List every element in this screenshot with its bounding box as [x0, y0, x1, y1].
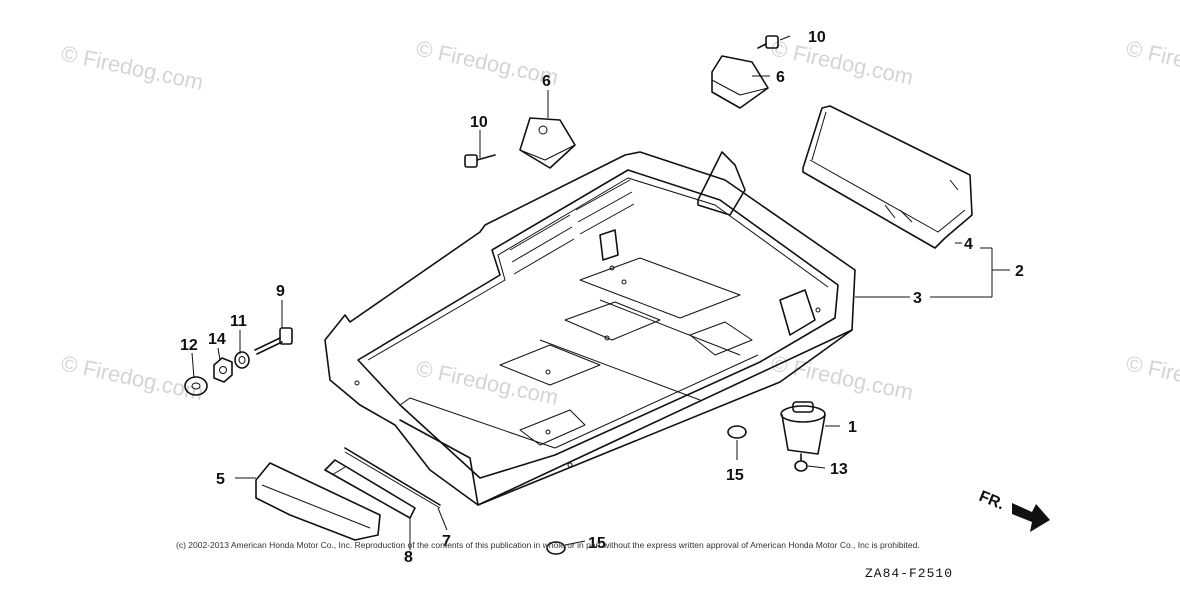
diagram-code: ZA84-F2510: [865, 566, 954, 581]
callout-14: 14: [208, 331, 226, 348]
callout-6-left: 6: [542, 73, 551, 90]
callout-9: 9: [276, 283, 285, 300]
bolt-10-right: [757, 35, 779, 49]
front-label: FR.: [977, 488, 1007, 513]
callout-1: 1: [848, 419, 857, 436]
callout-12: 12: [180, 337, 198, 354]
rubber-foot: [780, 401, 826, 455]
front-arrow: FR.: [977, 488, 1050, 532]
callouts: 1 2 3 4 5 6 6 7 8 9 10 10 11 12 13 14 15…: [180, 29, 1024, 566]
nut-14: [213, 357, 233, 383]
screwdriver: [344, 447, 441, 509]
callout-10-right: 10: [808, 29, 826, 46]
screw-13: [794, 453, 808, 472]
callout-3: 3: [913, 290, 922, 307]
watermark-2: © Firedog.com: [414, 35, 561, 90]
tool-bag: [255, 462, 381, 541]
side-cover: [802, 105, 973, 249]
callout-4: 4: [964, 236, 973, 253]
callout-13: 13: [830, 461, 848, 478]
rubber-mount-left: [519, 117, 576, 169]
callout-5: 5: [216, 471, 225, 488]
callout-8: 8: [404, 549, 413, 566]
watermark-5: © Firedog.com: [59, 350, 206, 405]
watermarks: © Firedog.com © Firedog.com © Firedog.co…: [59, 35, 1180, 410]
callout-15-right: 15: [726, 467, 744, 484]
nut-15-bottom: [546, 541, 566, 555]
copyright-notice: (c) 2002-2013 American Honda Motor Co., …: [176, 540, 920, 550]
callout-6-right: 6: [776, 69, 785, 86]
callout-15-bottom: 15: [588, 535, 606, 552]
leader-lines: [191, 35, 1010, 550]
washer-11: [234, 351, 250, 369]
watermark-4: © Firedog.com: [1124, 35, 1180, 90]
callout-7: 7: [442, 533, 451, 550]
callout-2: 2: [1015, 263, 1024, 280]
watermark-3: © Firedog.com: [769, 35, 916, 90]
rubber-mount-right: [711, 55, 769, 109]
callout-11: 11: [230, 313, 247, 330]
watermark-6: © Firedog.com: [414, 355, 561, 410]
plug-wrench: [324, 459, 416, 519]
nut-15-right: [727, 425, 747, 439]
bolt-9: [254, 327, 293, 355]
grommet-12: [184, 376, 208, 396]
callout-10-left: 10: [470, 114, 488, 131]
frame-tray: [324, 151, 856, 506]
watermark-8: © Firedog.com: [1124, 350, 1180, 405]
bolt-10-left: [464, 154, 496, 168]
watermark-1: © Firedog.com: [59, 40, 206, 95]
